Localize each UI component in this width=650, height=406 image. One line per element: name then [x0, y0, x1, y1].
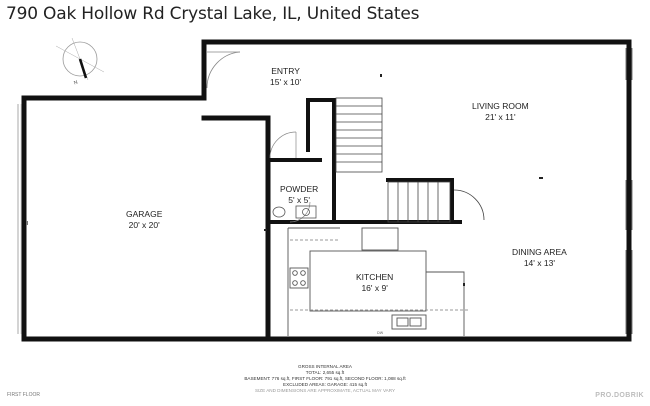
compass-circle [62, 41, 98, 77]
room-label-living: LIVING ROOM 21' x 11' [472, 101, 529, 123]
stairs-lower [387, 181, 485, 223]
room-label-garage: GARAGE 20' x 20' [126, 209, 162, 231]
garage-floor-drain-mark [26, 221, 28, 225]
powder-door [269, 131, 311, 223]
garage-area [17, 104, 28, 334]
room-dims-kitchen: 16' x 9' [361, 283, 388, 293]
room-label-dining: DINING AREA 14' x 13' [512, 247, 567, 269]
island [309, 250, 427, 312]
sink [302, 208, 310, 216]
outer-walls [21, 39, 632, 342]
brand-logo: PRO.DOBRIK [595, 392, 644, 399]
room-name-entry: ENTRY [271, 66, 300, 76]
room-name-dining: DINING AREA [512, 247, 567, 257]
entry-door [206, 51, 241, 89]
vanity [295, 205, 317, 219]
compass [55, 37, 105, 81]
pantry [361, 227, 399, 251]
sink-unit [391, 314, 427, 330]
appliance-label-dw: DW [377, 331, 384, 335]
area-disclaimer: SIZE AND DIMENSIONS ARE APPROXIMATE, ACT… [254, 388, 396, 393]
kitchen-cabinets [287, 227, 470, 336]
room-dims-entry: 15' x 10' [270, 77, 302, 87]
floor-label: FIRST FLOOR [7, 392, 40, 398]
room-dims-garage: 20' x 20' [128, 220, 160, 230]
room-name-powder: POWDER [280, 184, 319, 194]
windows [625, 48, 633, 334]
room-name-garage: GARAGE [126, 209, 163, 219]
area-heading: GROSS INTERNAL AREA [298, 364, 352, 369]
room-label-kitchen: KITCHEN 16' x 9' [356, 272, 393, 294]
room-dims-living: 21' x 11' [485, 112, 516, 122]
range [289, 267, 309, 289]
property-address-title: 790 Oak Hollow Rd Crystal Lake, IL, Unit… [6, 4, 420, 24]
area-summary: GROSS INTERNAL AREA TOTAL: 2,655 sq.ft B… [0, 364, 650, 394]
area-excluded: EXCLUDED AREAS: GARAGE: 415 sq.ft [283, 382, 367, 387]
room-name-kitchen: KITCHEN [356, 272, 394, 282]
room-dims-dining: 14' x 13' [523, 258, 555, 268]
room-name-living: LIVING ROOM [472, 101, 529, 111]
room-label-powder: POWDER 5' x 5' [280, 184, 318, 206]
powder-fixtures [272, 205, 317, 219]
stairs-upper [335, 97, 383, 173]
toilet [272, 206, 286, 218]
room-dims-powder: 5' x 5' [288, 195, 310, 205]
area-total: TOTAL: 2,655 sq.ft [305, 370, 345, 375]
room-label-entry: ENTRY 15' x 10' [270, 66, 301, 88]
markers [264, 74, 543, 286]
area-breakdown: BASEMENT: 776 sq.ft, FIRST FLOOR: 791 sq… [244, 376, 406, 381]
compass-needle [78, 58, 88, 79]
